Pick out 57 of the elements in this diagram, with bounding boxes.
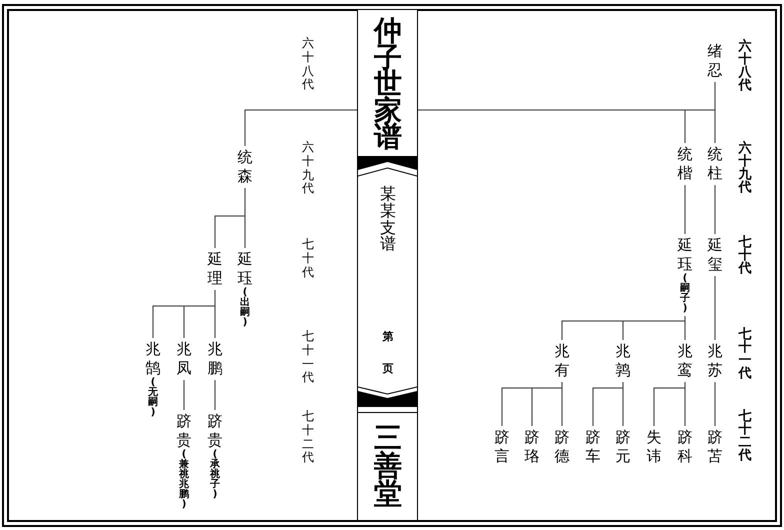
generation-label: 六十八代 <box>302 37 314 92</box>
lineage-line <box>152 290 216 338</box>
lineage-line <box>214 188 246 248</box>
lineage-line <box>684 184 686 234</box>
person-name: 跻贵 <box>208 412 222 450</box>
person-name: 延理 <box>208 250 222 288</box>
lineage-line <box>214 380 216 410</box>
branch-title: 某某支谱 <box>380 186 396 254</box>
person-name: 跻苫 <box>708 428 722 466</box>
generation-label: 七十代 <box>302 238 314 280</box>
generation-label: 七十二代 <box>738 410 752 462</box>
person-name: 统柱 <box>708 145 722 184</box>
person-name: 绪忍 <box>708 42 722 80</box>
person-name: 延珏 <box>678 236 692 274</box>
person-name: 跻科 <box>678 428 692 466</box>
person-name: 延玺 <box>708 236 722 274</box>
name-note: (出嗣) <box>240 288 250 328</box>
person-name: 兆有 <box>554 342 570 380</box>
person-name: 跻车 <box>586 428 600 466</box>
lineage-line <box>592 382 624 426</box>
person-name: 兆鹑 <box>616 342 630 380</box>
lineage-line <box>714 184 716 234</box>
lineage-line <box>714 382 716 426</box>
person-name: 兆凤 <box>176 340 192 378</box>
person-name: 失讳 <box>646 428 662 466</box>
generation-label: 六十九代 <box>738 142 752 194</box>
generation-label: 六十九代 <box>302 141 314 196</box>
person-name: 跻珞 <box>524 428 540 466</box>
generation-label: 七十一代 <box>738 328 752 380</box>
person-name: 跻言 <box>494 428 510 466</box>
person-name: 跻贵 <box>176 412 192 450</box>
person-name: 兆鹄 <box>146 340 160 378</box>
person-name: 兆鹏 <box>208 340 222 378</box>
lineage-line <box>714 276 716 340</box>
lineage-line <box>502 382 562 426</box>
person-name: 统森 <box>238 148 252 186</box>
generation-label: 七十二代 <box>302 410 314 466</box>
person-name: 兆鸾 <box>678 342 692 380</box>
generation-label: 六十八代 <box>738 40 752 92</box>
page-label: 第 <box>382 331 394 342</box>
generation-label: 七十代 <box>738 236 752 275</box>
lineage-line <box>244 82 716 146</box>
person-name: 兆苏 <box>708 342 722 380</box>
person-name: 跻元 <box>616 428 630 466</box>
name-note: (嗣子) <box>680 274 690 314</box>
book-title: 仲子世家谱 <box>374 18 402 151</box>
name-note: (无嗣) <box>148 378 158 418</box>
person-name: 延珏 <box>238 250 252 288</box>
name-note: (承祧子) <box>210 450 220 500</box>
name-note: (兼祧兆鹏) <box>179 450 189 510</box>
lineage-line <box>562 316 686 340</box>
hall-name: 三善堂 <box>374 424 402 508</box>
person-name: 跻德 <box>554 428 570 466</box>
person-name: 统楷 <box>678 145 692 184</box>
generation-label: 七十一代 <box>302 330 314 386</box>
page-label: 页 <box>382 363 394 374</box>
lineage-line <box>654 382 686 426</box>
